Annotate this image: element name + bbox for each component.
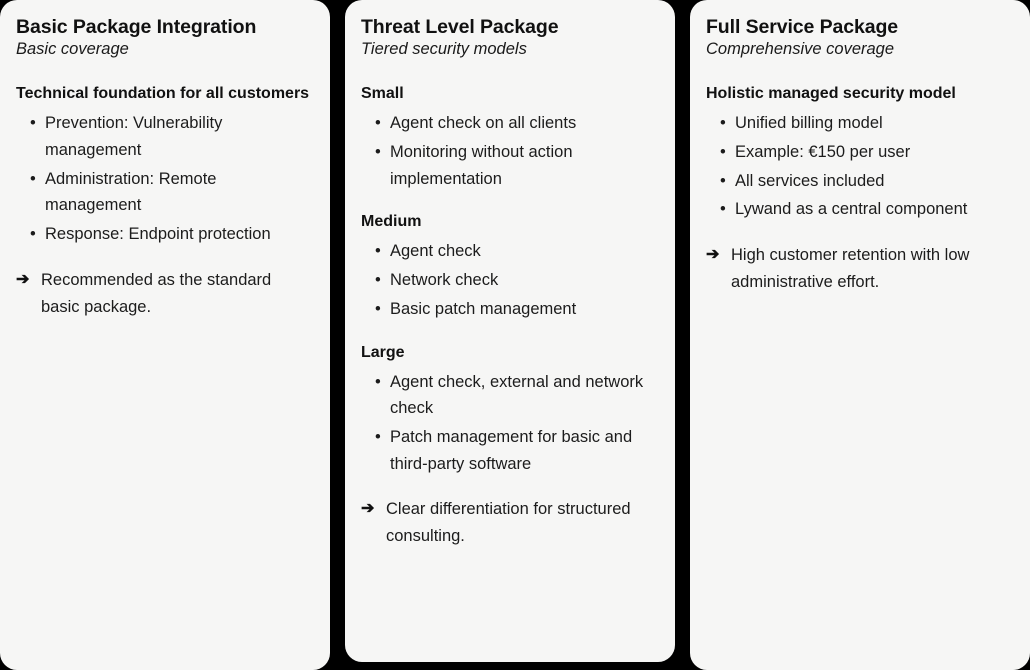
takeaway: ➔ Clear differentiation for structured c… [361, 496, 659, 549]
package-card-threat-level: Threat Level Package Tiered security mod… [345, 0, 675, 662]
section-heading: Technical foundation for all customers [16, 85, 310, 103]
list-item-label: Agent check on all clients [390, 114, 577, 133]
list-item-label: Unified billing model [735, 114, 883, 133]
list-item: • Agent check, external and network check [361, 369, 659, 422]
feature-list: • Unified billing model • Example: €150 pe… [706, 110, 1014, 223]
bullet-icon: • [375, 299, 381, 318]
takeaway-label: Recommended as the standard basic packag… [41, 270, 272, 316]
list-item-label: Network check [390, 271, 499, 290]
package-card-basic: Basic Package Integration Basic coverage… [0, 0, 330, 670]
list-item: • Example: €150 per user [706, 139, 1014, 166]
list-item-label: Response: Endpoint protection [45, 225, 271, 244]
bullet-icon: • [375, 271, 381, 290]
feature-list: • Prevention: Vulnerability management • A… [16, 110, 314, 248]
bullet-icon: • [375, 114, 381, 133]
takeaway: ➔ High customer retention with low admin… [706, 242, 1014, 295]
bullet-icon: • [720, 171, 726, 190]
card-subtitle: Tiered security models [361, 40, 527, 59]
takeaway-label: High customer retention with low adminis… [731, 246, 970, 291]
list-item-label: Lywand as a central component [735, 200, 968, 219]
takeaway-label: Clear differentiation for structured con… [386, 500, 631, 546]
bullet-icon: • [375, 142, 381, 161]
list-item: • Prevention: Vulnerability management [16, 110, 314, 163]
list-item: • Lywand as a central component [706, 196, 1014, 223]
list-item-label: Patch management for basic and third-par… [390, 427, 633, 473]
card-subtitle: Comprehensive coverage [706, 40, 895, 59]
bullet-icon: • [30, 114, 36, 133]
list-item-label: Basic patch management [390, 299, 577, 318]
feature-list: • Agent check • Network check • Basic patch… [361, 238, 659, 322]
list-item: • Basic patch management [361, 296, 659, 323]
package-card-full-service: Full Service Package Comprehensive cover… [690, 0, 1030, 670]
list-item: • Patch management for basic and third-pa… [361, 424, 659, 477]
list-item-label: Example: €150 per user [735, 142, 911, 161]
section-heading: Large [361, 343, 405, 361]
list-item: • Network check [361, 267, 659, 294]
section-heading: Medium [361, 213, 422, 231]
list-item: • Response: Endpoint protection [16, 221, 314, 248]
list-item-label: Agent check, external and network check [390, 372, 644, 418]
takeaway: ➔ Recommended as the standard basic pack… [16, 267, 314, 320]
card-title: Basic Package Integration [16, 16, 257, 38]
bullet-icon: • [720, 200, 726, 219]
arrow-right-icon: ➔ [706, 246, 720, 264]
list-item-label: Monitoring without action implementation [390, 142, 573, 188]
bullet-icon: • [375, 372, 381, 391]
bullet-icon: • [375, 427, 381, 446]
feature-list: • Agent check on all clients • Monitoring … [361, 110, 659, 192]
list-item-label: Agent check [390, 242, 481, 261]
arrow-right-icon: ➔ [16, 270, 30, 288]
list-item-label: Prevention: Vulnerability management [45, 114, 223, 159]
feature-list: • Agent check, external and network check… [361, 369, 659, 478]
list-item: • Unified billing model [706, 110, 1014, 137]
list-item-label: Administration: Remote management [45, 169, 217, 215]
list-item: • Agent check on all clients [361, 110, 659, 137]
card-subtitle: Basic coverage [16, 40, 129, 59]
arrow-right-icon: ➔ [361, 500, 375, 518]
bullet-icon: • [375, 242, 381, 261]
section-heading: Small [361, 85, 404, 103]
section-heading: Holistic managed security model [706, 85, 956, 103]
bullet-icon: • [720, 142, 726, 161]
list-item: • All services included [706, 168, 1014, 195]
list-item: • Monitoring without action implementatio… [361, 139, 659, 192]
bullet-icon: • [30, 225, 36, 244]
list-item: • Agent check [361, 238, 659, 265]
list-item: • Administration: Remote management [16, 166, 314, 219]
card-title: Full Service Package [706, 16, 899, 38]
bullet-icon: • [720, 114, 726, 133]
card-title: Threat Level Package [361, 16, 559, 38]
list-item-label: All services included [735, 171, 885, 190]
bullet-icon: • [30, 169, 36, 188]
